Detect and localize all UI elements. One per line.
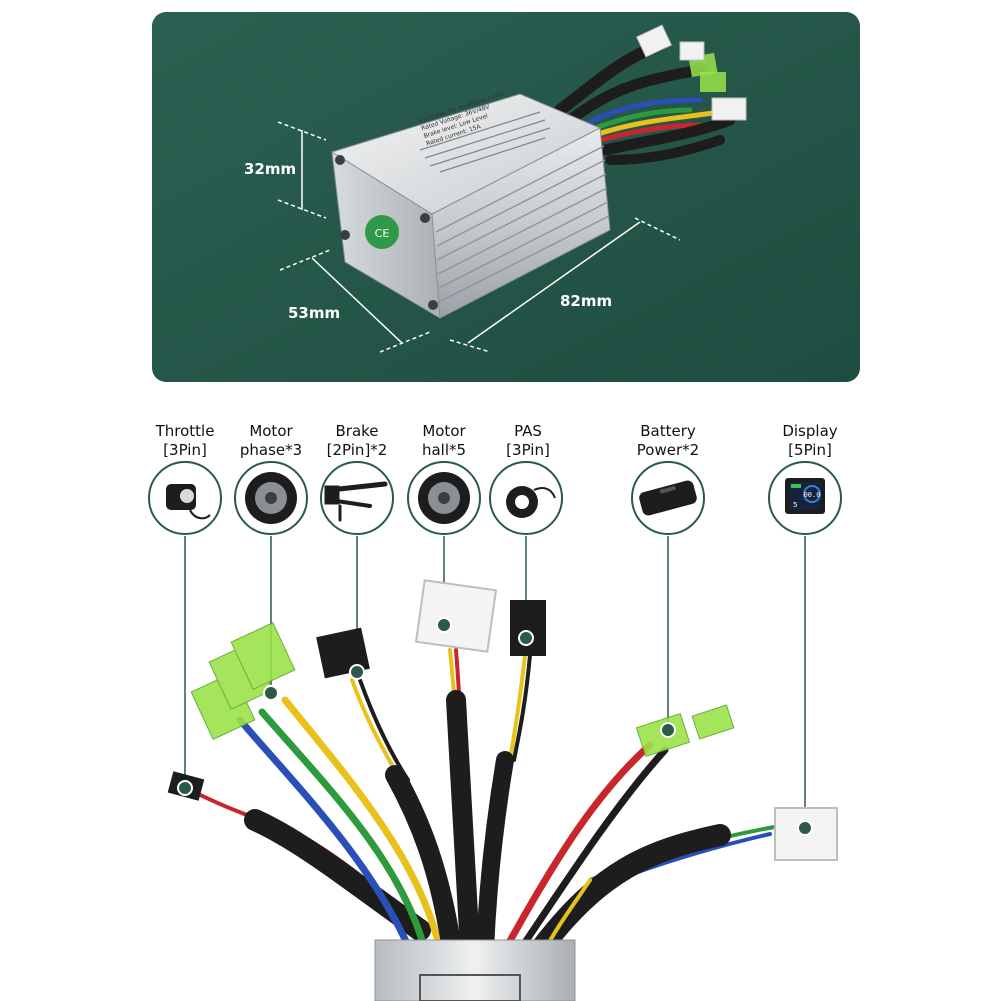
connector-label-line: [5Pin]: [788, 441, 832, 459]
phase-connectors: [190, 622, 296, 740]
connector-label-line: PAS: [514, 422, 542, 440]
throttle-icon: [166, 484, 211, 520]
connector-label-line: Motor: [249, 422, 293, 440]
connector-label-display: Display [5Pin]: [768, 422, 852, 460]
connector-label-line: Battery: [640, 422, 696, 440]
height-dimension-label: 32mm: [244, 160, 297, 178]
dimension-lines: [277, 121, 681, 353]
wire-harness: [188, 648, 782, 961]
connector-label-line: Brake: [335, 422, 379, 440]
connector-label-pas: PAS [3Pin]: [488, 422, 568, 460]
connector-label-line: Display: [782, 422, 838, 440]
controller-box-bottom: [374, 939, 576, 1001]
hub-motor-icon: [418, 472, 470, 524]
hall-plug: [414, 579, 498, 653]
connector-label-line: [3Pin]: [506, 441, 550, 459]
pas-plug: [510, 600, 546, 656]
connector-label-line: Power*2: [636, 441, 700, 459]
pas-sensor-icon: [506, 486, 556, 518]
connector-label-line: [2Pin]*2: [326, 441, 388, 459]
connector-label-motor-phase: Motor phase*3: [231, 422, 311, 460]
pointer-dots: [177, 617, 813, 836]
connector-label-line: hall*5: [421, 441, 467, 459]
brake-lever-icon: [324, 481, 388, 522]
connector-label-line: phase*3: [239, 441, 303, 459]
connector-label-line: Motor: [422, 422, 466, 440]
ce-mark: CE: [375, 227, 390, 240]
battery-icon: [639, 480, 697, 516]
lcd-display-icon: [785, 478, 825, 514]
controller-box: [330, 93, 611, 319]
depth-dimension-label: 53mm: [288, 304, 341, 322]
connector-label-line: Throttle: [155, 422, 215, 440]
connector-label-brake: Brake [2Pin]*2: [317, 422, 397, 460]
display-small-text: 5: [793, 501, 797, 509]
battery-connectors: [635, 704, 735, 758]
hub-motor-icon: [245, 472, 297, 524]
top-connectors: [635, 24, 747, 121]
connector-label-throttle: Throttle [3Pin]: [145, 422, 225, 460]
connector-label-battery: Battery Power*2: [625, 422, 711, 460]
connector-label-line: [3Pin]: [163, 441, 207, 459]
length-dimension-label: 82mm: [560, 292, 613, 310]
connector-label-motor-hall: Motor hall*5: [404, 422, 484, 460]
display-speed-text: 00.0: [804, 491, 821, 499]
